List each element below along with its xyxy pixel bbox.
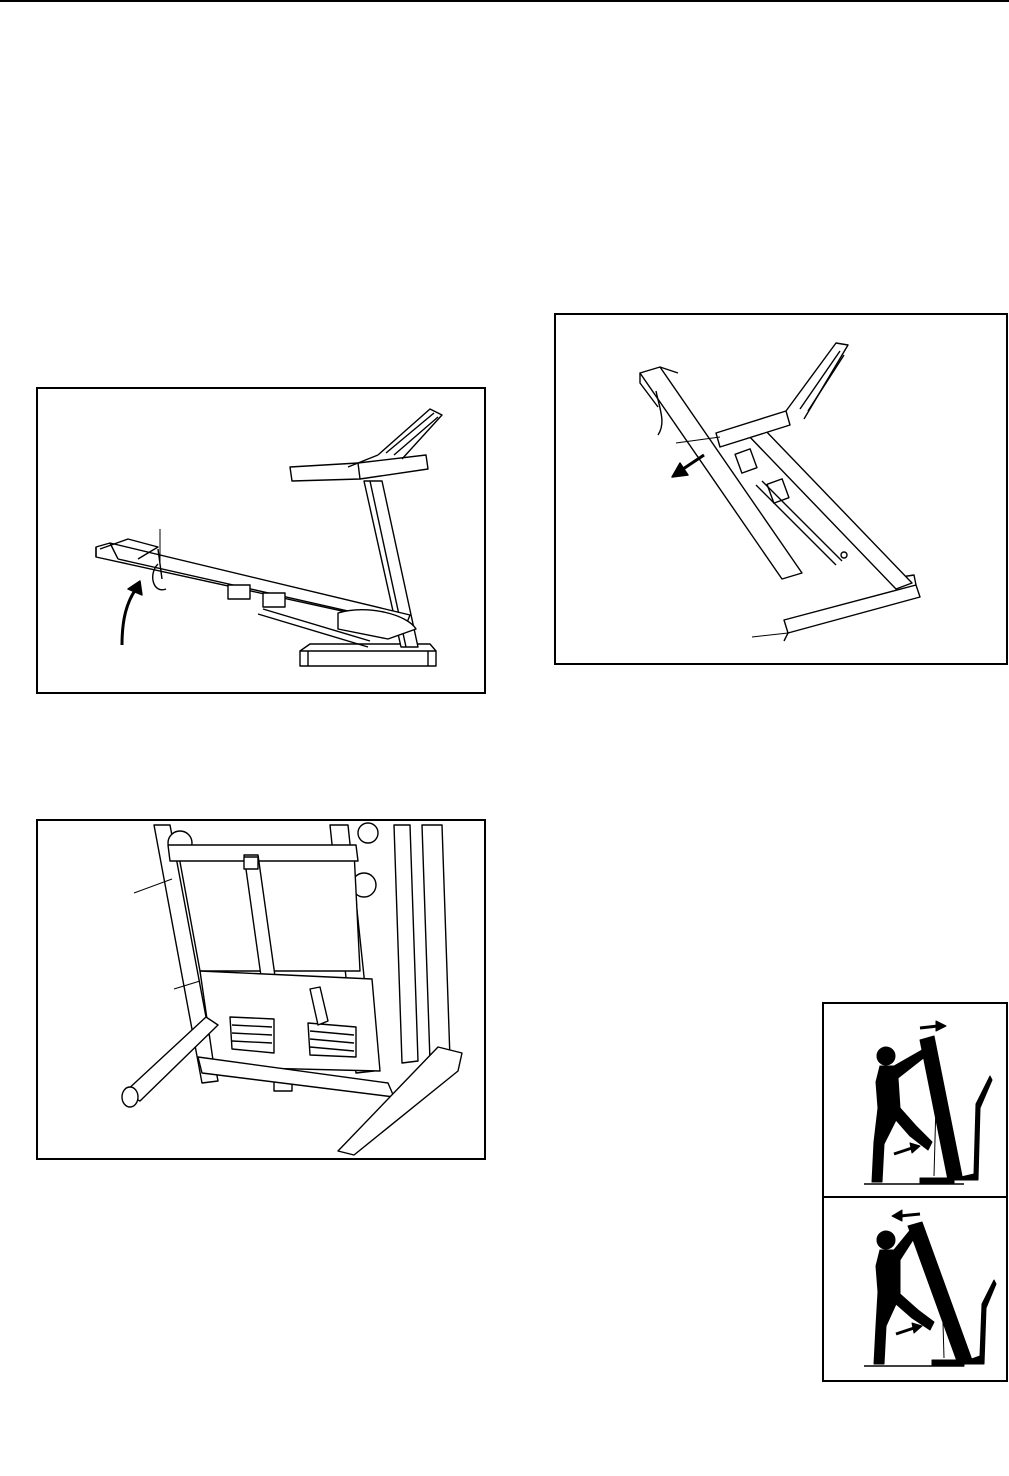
figure-user-folding (822, 1002, 1008, 1382)
user-lower-deck-icon (864, 1210, 996, 1366)
figure-lift-deck (36, 387, 486, 694)
treadmill-folded-icon (556, 315, 1006, 663)
figure-folded-storage (554, 313, 1008, 665)
page-top-rule (0, 0, 1009, 2)
treadmill-rear-view-icon (38, 821, 484, 1158)
treadmill-folding-icon (38, 389, 484, 692)
figure-rear-view (36, 819, 486, 1160)
user-folding-treadmill-icon (824, 1004, 1006, 1380)
user-push-deck-icon (864, 1021, 992, 1184)
